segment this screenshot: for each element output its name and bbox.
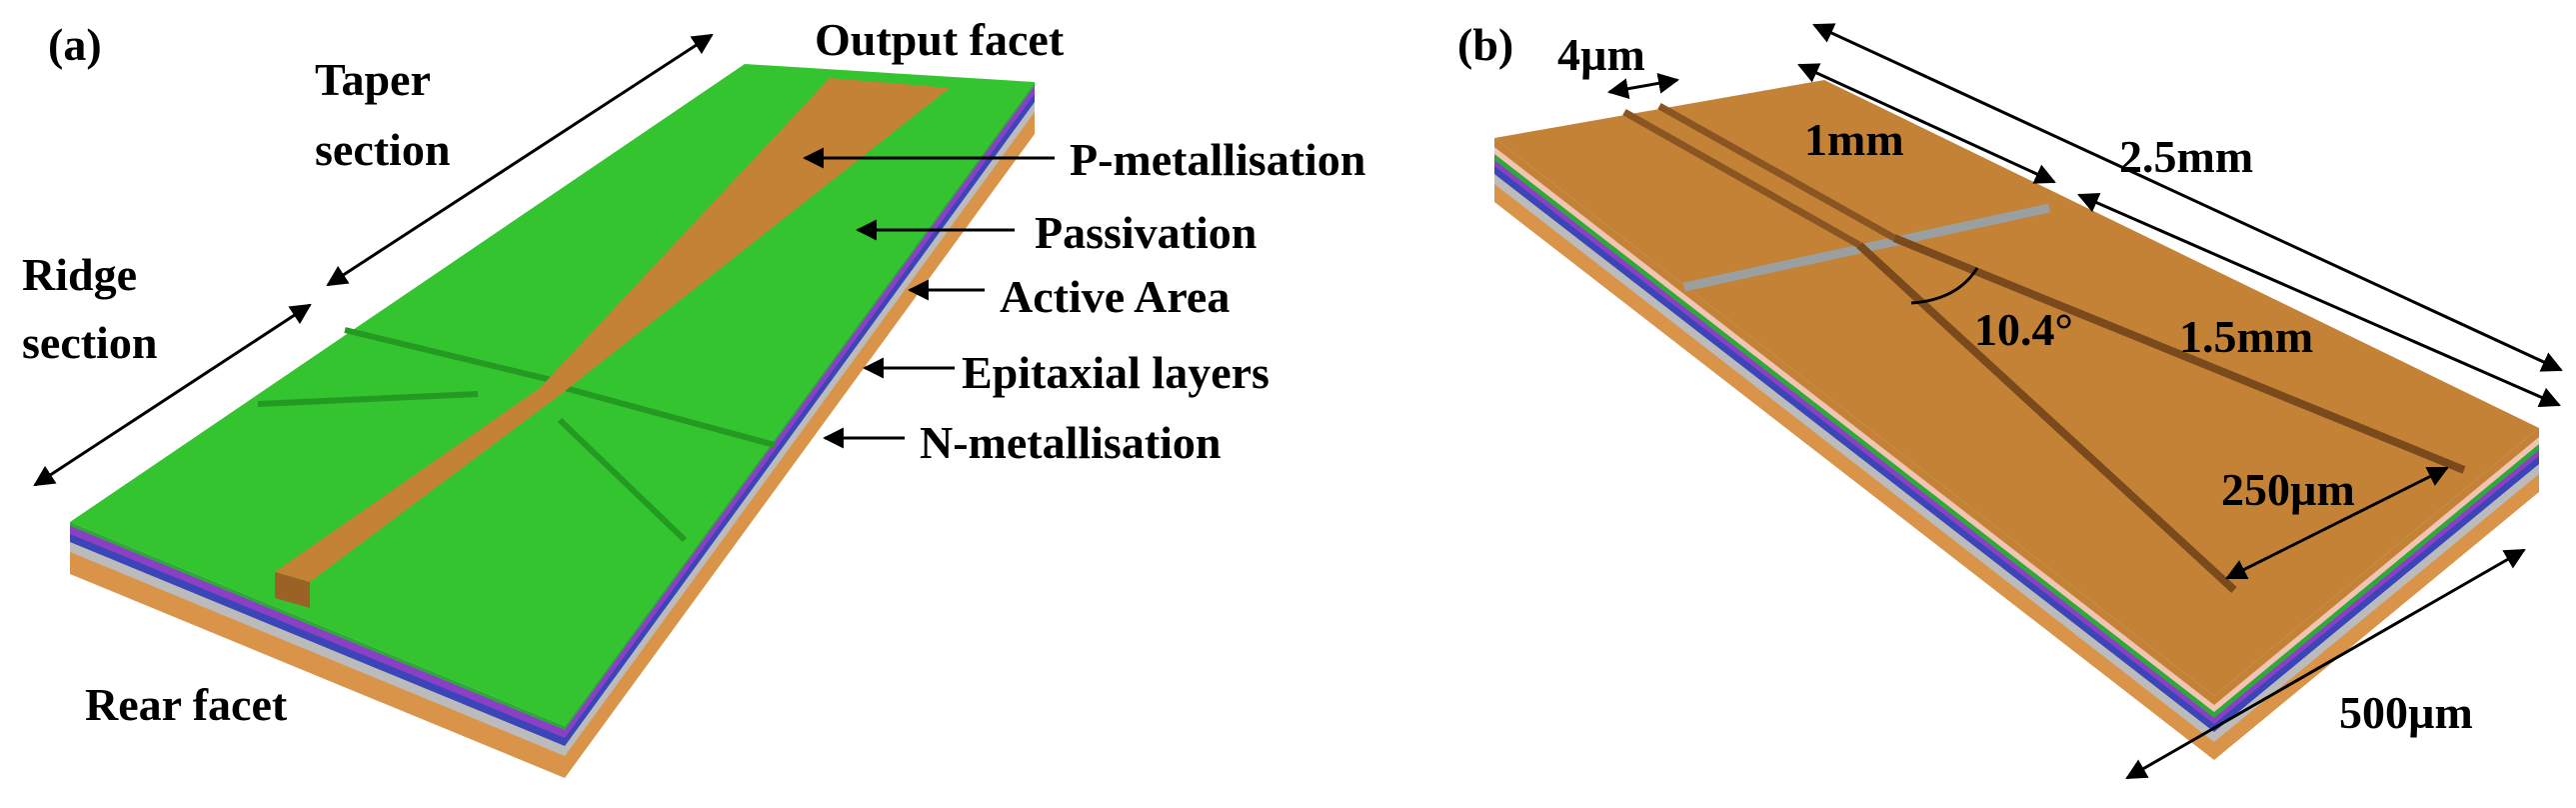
taper-length-arrow <box>2077 192 2561 408</box>
a-front-wall-purple <box>70 525 565 738</box>
ridge-section-label-2: section <box>22 317 157 368</box>
a-trench-4 <box>557 417 688 543</box>
panel-b-annotations <box>1606 23 2563 780</box>
b-left-wall-bottom-metal <box>1494 180 2214 760</box>
a-side-wall-green <box>565 82 1035 730</box>
panel-a-annotations <box>33 33 1055 487</box>
a-front-wall-substrate <box>70 540 565 756</box>
taper-length-label: 1.5mm <box>2179 311 2313 362</box>
a-side-wall-substrate <box>565 100 1035 756</box>
b-left-wall-metal <box>1494 138 2214 705</box>
ridge-section-label-1: Ridge <box>22 249 137 300</box>
a-front-wall-bottom-metal <box>70 548 565 778</box>
taper-section-label-1: Taper <box>315 54 431 105</box>
panel-a-device <box>70 64 1035 778</box>
output-width-label: 250µm <box>2221 464 2355 515</box>
epitaxial-layers-label: Epitaxial layers <box>962 347 1270 398</box>
panel-a-letter: (a) <box>48 19 102 70</box>
a-front-wall-green <box>70 522 565 730</box>
b-left-wall-substrate <box>1494 172 2214 742</box>
a-front-wall-blue <box>70 532 565 746</box>
ridge-section-arrow <box>33 303 312 487</box>
active-area-label: Active Area <box>1000 271 1230 322</box>
rear-facet-label: Rear facet <box>85 679 288 730</box>
output-facet-label: Output facet <box>815 14 1065 65</box>
panel-b-labels: (b) 4µm 1mm 2.5mm 10.4° 1.5mm 250µm 500µ… <box>1457 19 2473 738</box>
ridge-width-arrow <box>1606 72 1680 100</box>
panel-b-letter: (b) <box>1457 19 1513 70</box>
a-p-metal-side <box>275 572 310 608</box>
b-left-wall-blue <box>1494 164 2214 732</box>
p-metallisation-label: P-metallisation <box>1070 134 1365 185</box>
a-trench-3 <box>564 385 776 448</box>
ridge-width-label: 4µm <box>1557 29 1645 80</box>
a-side-wall-blue <box>565 92 1035 746</box>
n-metallisation-label: N-metallisation <box>920 417 1222 468</box>
chip-width-label: 500µm <box>2339 687 2473 738</box>
passivation-label: Passivation <box>1035 207 1257 258</box>
panel-b-device <box>1494 80 2539 760</box>
total-length-label: 2.5mm <box>2119 131 2253 182</box>
b-left-wall-pink <box>1494 145 2214 712</box>
panel-a-labels: (a) Output facet Taper section Ridge sec… <box>22 14 1365 730</box>
a-trench-1 <box>344 327 561 385</box>
taper-section-label-2: section <box>315 124 450 175</box>
ridge-length-label: 1mm <box>1804 114 1904 165</box>
a-p-metal-top <box>275 78 950 582</box>
taper-angle-label: 10.4° <box>1974 304 2073 355</box>
chip-width-arrow <box>2125 548 2526 780</box>
taper-section-arrow <box>326 33 714 287</box>
a-side-wall-bottom-metal <box>565 108 1035 778</box>
a-side-wall-purple <box>565 85 1035 738</box>
